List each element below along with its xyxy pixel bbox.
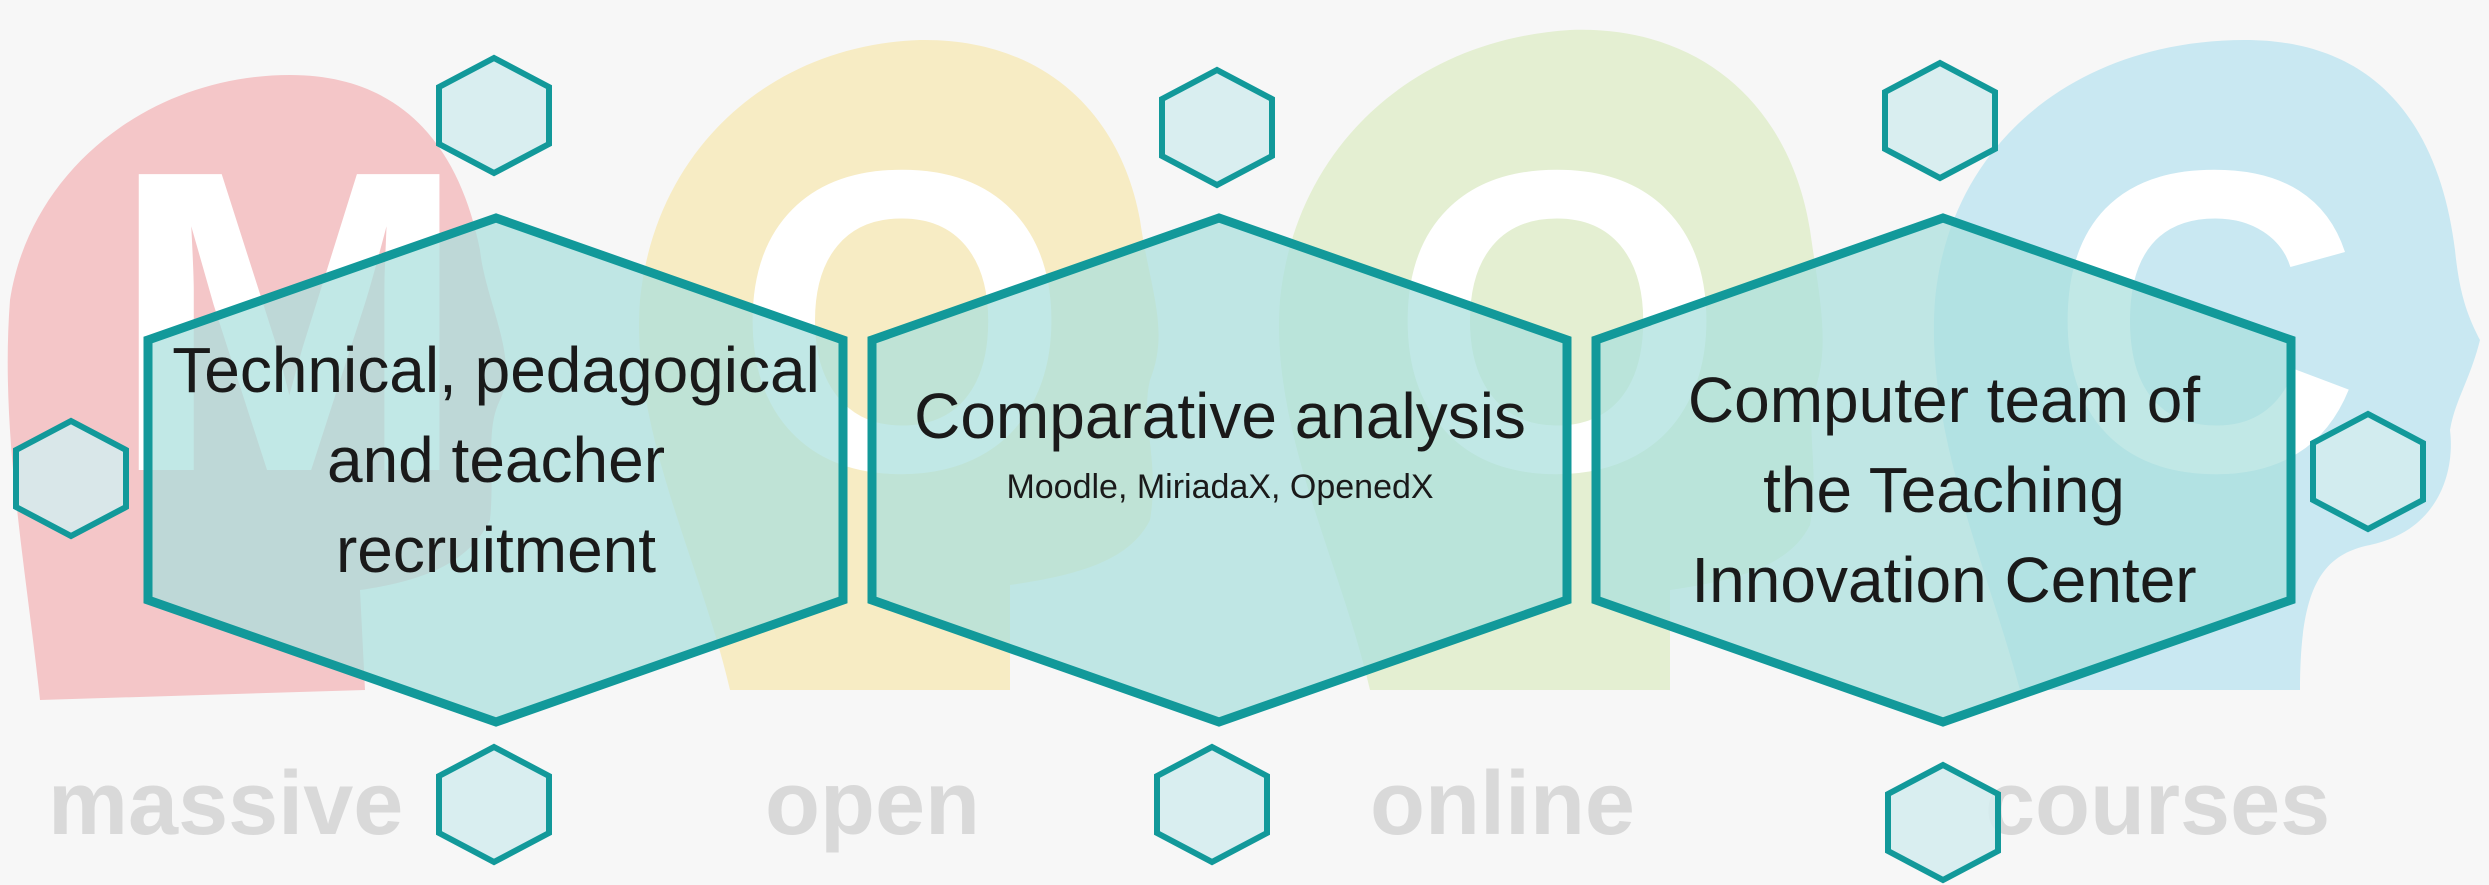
hexagon-3-label: Computer team of the Teaching Innovation… <box>1608 340 2280 640</box>
word-courses: courses <box>1985 754 2330 854</box>
small-hexagons <box>13 54 2426 884</box>
main-hexagon-2 <box>867 213 1572 727</box>
word-massive: massive <box>48 754 403 854</box>
small-hexagon <box>1882 59 1998 182</box>
main-hexagon-1 <box>143 213 848 727</box>
small-hexagon <box>1154 743 1270 866</box>
small-hexagon <box>436 54 552 177</box>
background-words: massive open online courses <box>48 754 2330 854</box>
main-hexagons <box>143 213 2296 727</box>
small-hexagon <box>13 417 129 540</box>
hexagon-1-label: Technical, pedagogical and teacher recru… <box>160 310 832 610</box>
hexagon-2-subtitle: Moodle, MiriadaX, OpenedX <box>1006 468 1434 506</box>
hexagon-2-title: Comparative analysis <box>914 380 1526 452</box>
small-hexagon <box>2310 410 2426 533</box>
small-hexagon <box>1159 66 1275 189</box>
small-hexagon <box>436 743 552 866</box>
hexagon-1-title: Technical, pedagogical and teacher recru… <box>172 334 820 586</box>
main-hexagon-3 <box>1591 213 2296 727</box>
word-online: online <box>1370 754 1635 854</box>
hexagon-3-title: Computer team of the Teaching Innovation… <box>1687 364 2201 616</box>
small-hexagon <box>1885 761 2001 884</box>
hexagon-2-label: Comparative analysis Moodle, MiriadaX, O… <box>884 350 1556 530</box>
word-open: open <box>765 754 980 854</box>
